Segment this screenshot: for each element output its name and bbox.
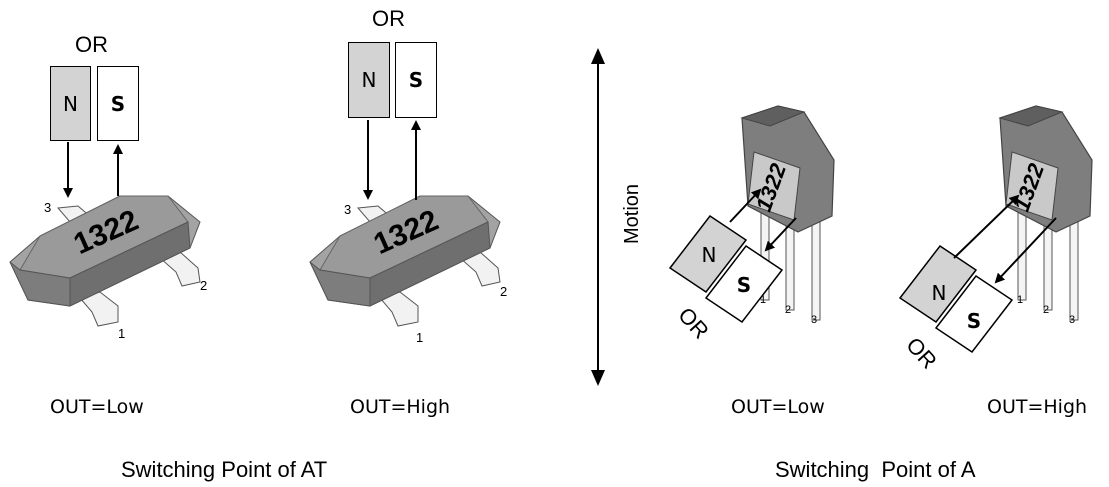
arrow-toward-sensor bbox=[729, 188, 762, 223]
caption-left: Switching Point of AT bbox=[121, 457, 328, 482]
arrow-away-sensor bbox=[764, 217, 797, 252]
motion-label: Motion bbox=[621, 184, 643, 244]
or-label: OR bbox=[75, 32, 108, 57]
magnet-to92-high bbox=[898, 244, 1014, 354]
output-label: OUT=Low bbox=[50, 396, 144, 418]
sot23-package-low bbox=[9, 195, 201, 327]
pin-label: 2 bbox=[785, 304, 791, 316]
to92-package-high bbox=[998, 105, 1093, 321]
pin-label: 1 bbox=[118, 326, 125, 341]
pin-label: 1 bbox=[760, 294, 766, 306]
sot23-package-high bbox=[309, 195, 501, 327]
north-pole-magnet: N bbox=[348, 42, 390, 118]
north-pole-label: N bbox=[702, 243, 717, 267]
north-pole-magnet: N bbox=[50, 66, 91, 141]
pin-label: 3 bbox=[1069, 314, 1075, 326]
pin-label: 3 bbox=[811, 314, 817, 326]
motion-arrowhead-down bbox=[591, 370, 605, 386]
output-label: OUT=Low bbox=[731, 396, 825, 418]
to92-package-low bbox=[740, 105, 835, 321]
motion-arrowhead-up bbox=[591, 48, 605, 64]
caption-right: Switching Point of A bbox=[775, 457, 976, 482]
magnet-to92-low bbox=[668, 214, 784, 324]
south-pole-magnet: S bbox=[97, 66, 139, 141]
output-label: OUT=High bbox=[987, 396, 1088, 418]
pin-label: 3 bbox=[44, 200, 51, 215]
south-pole-magnet: S bbox=[395, 42, 437, 118]
pin-label: 1 bbox=[416, 330, 423, 345]
pin-label: 2 bbox=[500, 284, 507, 299]
arrow-away-sensor bbox=[994, 217, 1057, 284]
pin-label: 2 bbox=[1043, 304, 1049, 316]
arrow-toward-sensor bbox=[953, 194, 1020, 259]
output-label: OUT=High bbox=[350, 396, 451, 418]
north-pole-label: N bbox=[932, 281, 947, 305]
or-label: OR bbox=[372, 6, 405, 31]
pin-label: 1 bbox=[1017, 294, 1023, 306]
south-pole-label: S bbox=[737, 273, 751, 297]
pin-label: 3 bbox=[344, 202, 351, 217]
south-pole-label: S bbox=[967, 309, 981, 333]
or-label: OR bbox=[673, 302, 714, 343]
or-label: OR bbox=[901, 332, 942, 373]
pin-label: 2 bbox=[200, 278, 207, 293]
